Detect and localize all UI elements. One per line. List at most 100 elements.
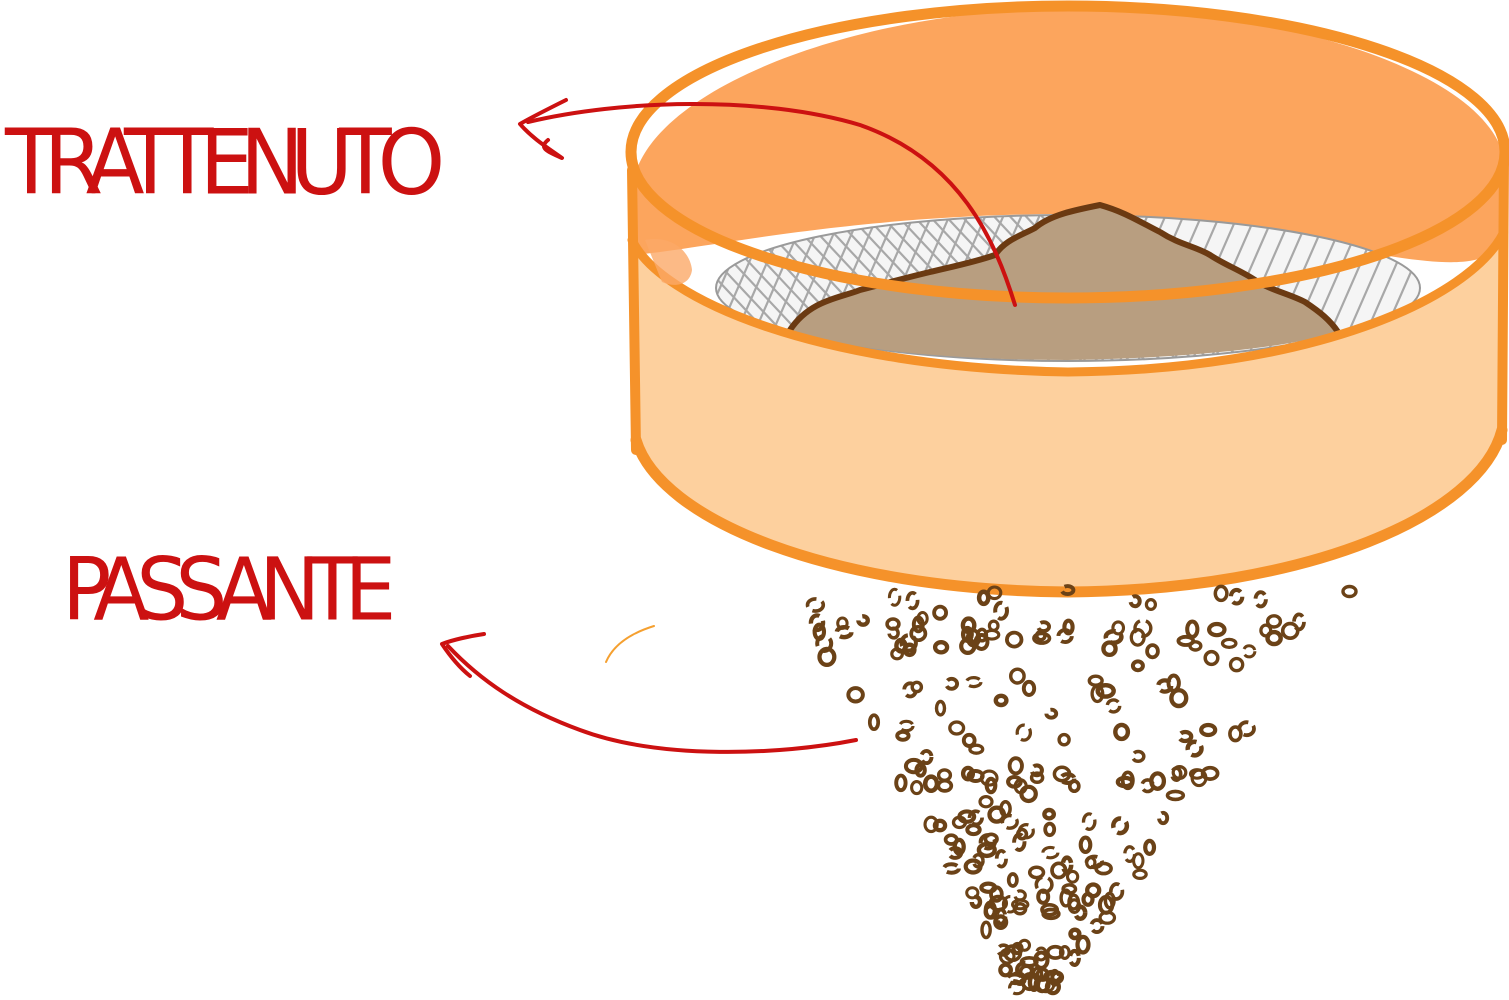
grain-icon bbox=[1128, 594, 1142, 609]
grain-icon bbox=[1188, 768, 1206, 780]
retained-soil-pile-icon bbox=[790, 205, 1338, 360]
grain-icon bbox=[1228, 656, 1245, 673]
grain-icon bbox=[916, 611, 929, 626]
sieve-left-wall bbox=[627, 165, 641, 455]
grain-icon bbox=[1075, 934, 1091, 955]
grain-icon bbox=[976, 841, 997, 859]
grain-icon bbox=[1019, 784, 1038, 804]
grain-icon bbox=[951, 815, 968, 830]
grain-icon bbox=[910, 780, 924, 796]
passing-arrow-shaft bbox=[446, 644, 858, 754]
grain-icon bbox=[1044, 707, 1059, 720]
grain-icon bbox=[1177, 729, 1194, 744]
grain-icon bbox=[808, 613, 826, 633]
grain-icon bbox=[1044, 978, 1062, 996]
mesh-wire bbox=[380, 210, 530, 370]
grain-icon bbox=[1068, 927, 1082, 941]
grain-icon bbox=[890, 647, 904, 661]
mesh-wire bbox=[364, 210, 514, 370]
grain-icon bbox=[894, 773, 908, 793]
grain-icon bbox=[976, 589, 991, 607]
grain-icon bbox=[983, 628, 1001, 641]
grain-icon bbox=[1015, 723, 1033, 742]
grain-icon bbox=[1228, 725, 1243, 743]
grain-icon bbox=[1169, 687, 1189, 709]
grain-icon bbox=[1242, 644, 1257, 659]
grain-icon bbox=[895, 729, 911, 742]
grain-icon bbox=[948, 720, 966, 736]
mesh-wire bbox=[332, 210, 482, 370]
grain-icon bbox=[1056, 628, 1074, 645]
grain-icon bbox=[1034, 875, 1054, 894]
grain-icon bbox=[1036, 620, 1051, 633]
grain-icon bbox=[1265, 614, 1283, 629]
grain-icon bbox=[1143, 838, 1157, 857]
grain-icon bbox=[902, 681, 918, 699]
grain-icon bbox=[979, 769, 999, 787]
grain-icon bbox=[932, 604, 948, 621]
grain-icon bbox=[1073, 904, 1088, 921]
grain-icon bbox=[1341, 584, 1358, 599]
grain-icon bbox=[988, 894, 1009, 912]
grain-icon bbox=[905, 590, 920, 611]
grain-icon bbox=[1228, 587, 1245, 606]
grain-icon bbox=[1058, 772, 1077, 786]
grain-icon bbox=[993, 600, 1009, 621]
grain-icon bbox=[1041, 845, 1060, 860]
retained-arrow bbox=[518, 98, 1017, 307]
retained-arrowhead-icon bbox=[518, 98, 568, 160]
grain-icon bbox=[1029, 763, 1044, 778]
grain-icon bbox=[1103, 628, 1124, 646]
rim-highlight bbox=[645, 239, 692, 285]
grain-icon bbox=[960, 765, 976, 782]
grain-icon bbox=[994, 848, 1008, 869]
sieve-inner-wall bbox=[632, 8, 1505, 263]
grain-icon bbox=[922, 774, 940, 794]
grain-icon bbox=[1058, 944, 1071, 960]
grain-icon bbox=[1068, 948, 1081, 967]
passing-arrow bbox=[440, 632, 858, 754]
grain-icon bbox=[978, 795, 994, 809]
grain-icon bbox=[805, 597, 826, 613]
grain-icon bbox=[1059, 888, 1073, 908]
grain-icon bbox=[1087, 674, 1104, 687]
sieve-inner-rim bbox=[627, 227, 1509, 377]
grain-icon bbox=[919, 748, 934, 766]
sieve-top-rim bbox=[625, 0, 1509, 304]
grain-icon bbox=[1094, 861, 1113, 876]
grain-icon bbox=[1000, 813, 1019, 830]
grain-icon bbox=[1059, 584, 1076, 597]
grain-icon bbox=[969, 894, 983, 910]
mesh-wire bbox=[348, 210, 498, 370]
grain-icon bbox=[1042, 807, 1057, 821]
grain-icon bbox=[1115, 775, 1135, 789]
grain-icon bbox=[856, 614, 870, 627]
grain-icon bbox=[998, 962, 1013, 978]
grain-icon bbox=[932, 640, 950, 655]
grain-icon bbox=[1019, 955, 1039, 968]
grain-icon bbox=[1199, 722, 1218, 738]
grain-icon bbox=[984, 776, 998, 795]
grain-icon bbox=[1001, 895, 1019, 914]
grain-icon bbox=[1046, 944, 1065, 960]
grain-icon bbox=[903, 757, 924, 775]
grain-icon bbox=[1021, 679, 1037, 697]
grain-icon bbox=[1188, 640, 1203, 652]
grain-icon bbox=[1101, 640, 1118, 658]
mesh-wire bbox=[300, 210, 450, 370]
grain-icon bbox=[965, 886, 980, 900]
grain-icon bbox=[1132, 868, 1148, 881]
grain-icon bbox=[1220, 637, 1238, 650]
grain-icon bbox=[1105, 698, 1122, 714]
grain-icon bbox=[961, 732, 977, 748]
grain-icon bbox=[1049, 968, 1061, 987]
grain-icon bbox=[898, 719, 915, 733]
grain-icon bbox=[1129, 628, 1146, 647]
grain-icon bbox=[1034, 629, 1047, 642]
passing-arrowhead-icon bbox=[440, 632, 486, 678]
grain-icon bbox=[1132, 852, 1145, 870]
grain-icon bbox=[1009, 667, 1026, 685]
grain-icon bbox=[899, 633, 918, 653]
